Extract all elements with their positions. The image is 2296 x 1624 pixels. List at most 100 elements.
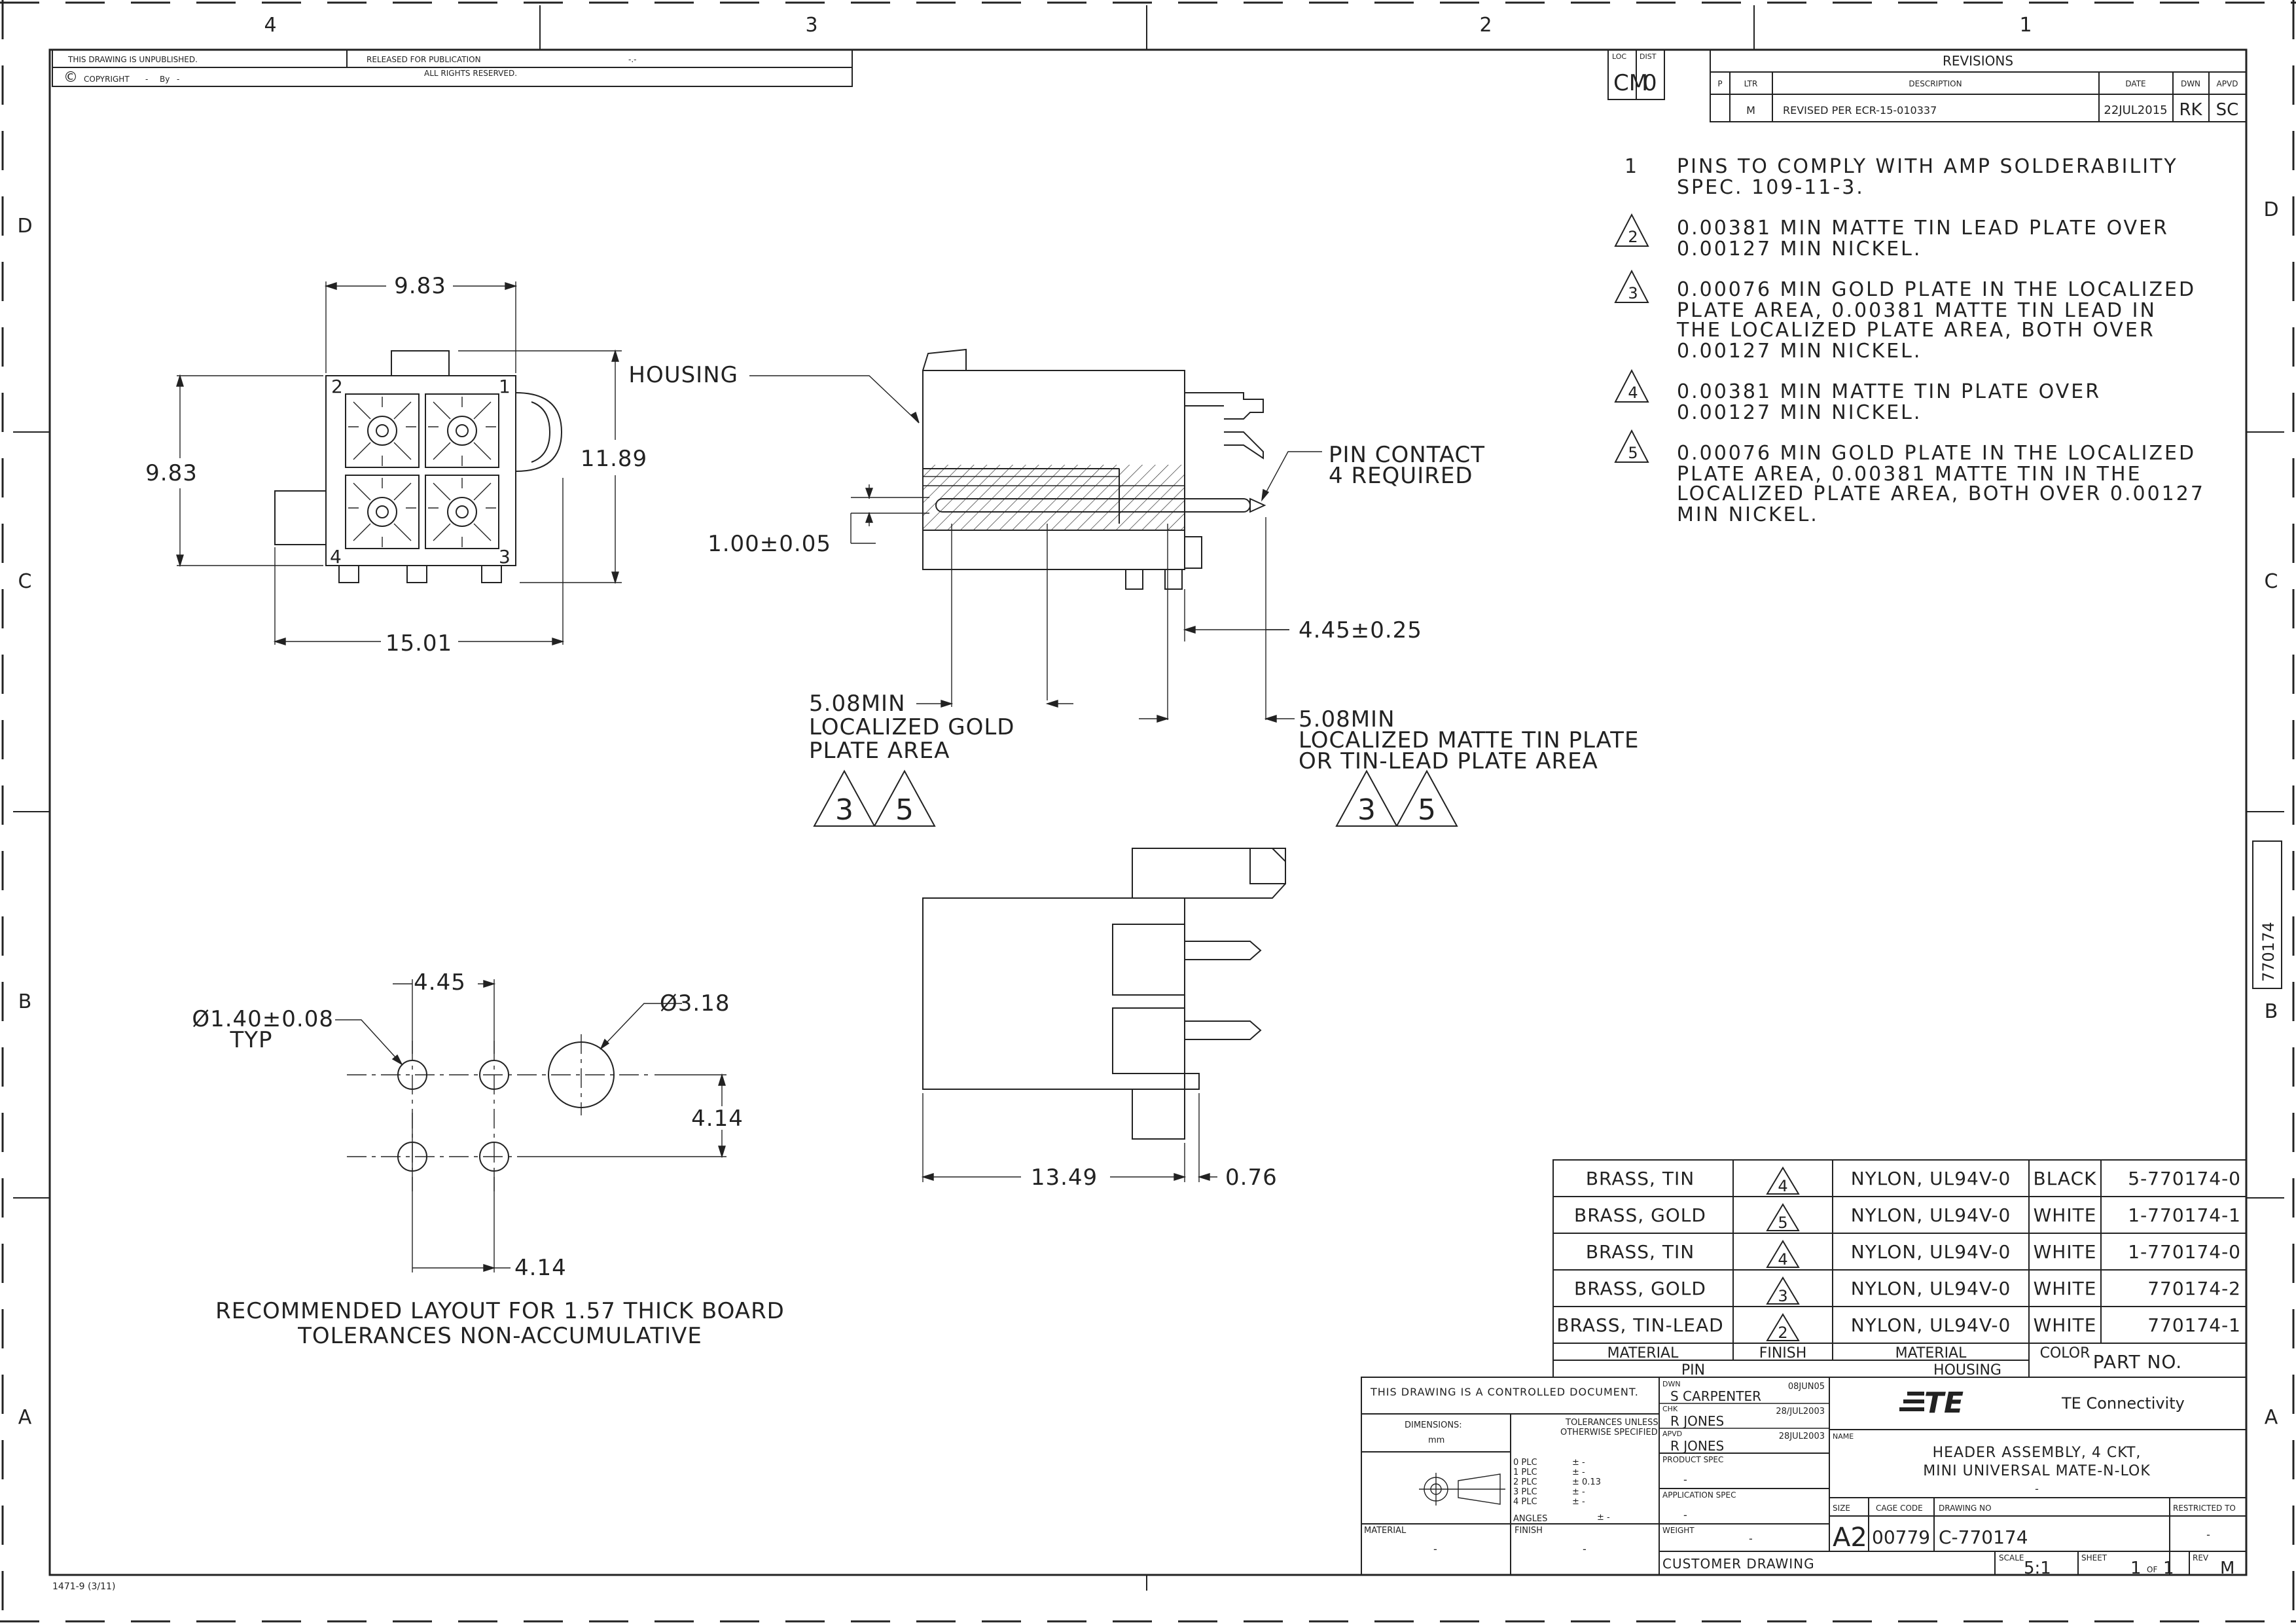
zone-row-b-right: B — [2265, 1000, 2278, 1023]
zone-row-d: D — [17, 215, 32, 238]
note-1: 1 PINS TO COMPLY WITH AMP SOLDERABILITY … — [1624, 155, 2178, 199]
restricted-label: RESTRICTED TO — [2173, 1504, 2236, 1513]
dim-overall-length: 13.49 — [1031, 1164, 1098, 1191]
note-4: 4 0.00381 MIN MATTE TIN PLATE OVER 0.001… — [1614, 369, 2099, 424]
dim-hole-typ: TYP — [229, 1027, 272, 1053]
note-line: SPEC. 109-11-3. — [1677, 176, 1865, 199]
customer-drawing-label: CUSTOMER DRAWING — [1662, 1556, 1815, 1572]
note-3: 3 0.00076 MIN GOLD PLATE IN THE LOCALIZE… — [1614, 269, 2196, 363]
product-spec-value: - — [1683, 1473, 1687, 1486]
pin-material: BRASS, GOLD — [1574, 1204, 1706, 1226]
housing-material: NYLON, UL94V-0 — [1851, 1241, 2011, 1263]
housing-material: NYLON, UL94V-0 — [1851, 1168, 2011, 1189]
flag-note-5: 5 — [1418, 793, 1436, 827]
dist-label: DIST — [1640, 52, 1657, 61]
pin-finish-note: 4 — [1778, 1177, 1787, 1195]
apvd-name: R JONES — [1670, 1438, 1724, 1454]
part-number: 5-770174-0 — [2128, 1168, 2241, 1189]
dimensions-label: DIMENSIONS: — [1405, 1420, 1462, 1430]
zone-col-3: 3 — [805, 14, 817, 37]
dim-tin-min: 5.08MIN — [1299, 706, 1395, 732]
pin-finish-note: 3 — [1778, 1287, 1787, 1305]
note-5: 5 0.00076 MIN GOLD PLATE IN THE LOCALIZE… — [1614, 429, 2203, 526]
side-view: 13.49 0.76 — [921, 848, 1286, 1191]
general-notes: 1 PINS TO COMPLY WITH AMP SOLDERABILITY … — [1614, 155, 2203, 526]
rev-col-dwn: DWN — [2181, 79, 2200, 88]
housing-material: NYLON, UL94V-0 — [1851, 1314, 2011, 1336]
side-section-view: HOUSING PIN CONTACT 4 REQUIRED 1.00±0.05… — [628, 348, 1639, 827]
pin-material: BRASS, GOLD — [1574, 1278, 1706, 1299]
sheet-label: SHEET — [2081, 1553, 2108, 1562]
form-number: 1471-9 (3/11) — [52, 1581, 115, 1592]
housing-color: WHITE — [2034, 1241, 2097, 1263]
header-housing: HOUSING — [1933, 1362, 2001, 1379]
part-number: 1-770174-0 — [2128, 1241, 2241, 1263]
projection-symbol-icon — [1419, 1473, 1505, 1506]
pin-material: BRASS, TIN — [1586, 1168, 1695, 1189]
size-value: A2 — [1833, 1523, 1867, 1553]
header-pin-material: MATERIAL — [1607, 1345, 1679, 1362]
tol-3-plc: 3 PLC — [1513, 1487, 1537, 1497]
copyright-symbol: © — [63, 69, 78, 86]
zone-row-a: A — [18, 1406, 32, 1429]
pin-contact-qty: 4 REQUIRED — [1329, 463, 1473, 489]
side-tab: 770174 — [2252, 840, 2282, 989]
tol-0-value: ± - — [1572, 1458, 1585, 1468]
by-text: By — [160, 75, 170, 84]
finish-label: FINISH — [1515, 1526, 1543, 1536]
zone-col-1: 1 — [2019, 14, 2032, 37]
header-pin: PIN — [1681, 1362, 1705, 1379]
rev-col-apvd: APVD — [2217, 79, 2238, 88]
layout-caption-line2: TOLERANCES NON-ACCUMULATIVE — [297, 1323, 702, 1349]
scale-value: 5:1 — [2024, 1559, 2051, 1578]
apvd-date: 28JUL2003 — [1779, 1432, 1825, 1441]
dim-pin-diameter: 1.00±0.05 — [708, 531, 831, 557]
part-number: 1-770174-1 — [2128, 1204, 2241, 1226]
housing-material: NYLON, UL94V-0 — [1851, 1204, 2011, 1226]
zone-row-b: B — [18, 990, 32, 1013]
note-2: 2 0.00381 MIN MATTE TIN LEAD PLATE OVER … — [1614, 213, 2167, 261]
tol-angles: ANGLES — [1513, 1514, 1547, 1524]
dim-tail-length: 4.45±0.25 — [1299, 617, 1422, 643]
weight-value: - — [1749, 1532, 1753, 1545]
dim-width-top: 9.83 — [394, 273, 446, 299]
rev-col-date: DATE — [2125, 79, 2145, 88]
tol-1-value: ± - — [1572, 1468, 1585, 1477]
pin-contact-label: PIN CONTACT — [1329, 442, 1485, 468]
material-label: MATERIAL — [1364, 1526, 1407, 1536]
pin-position-1: 1 — [499, 376, 511, 397]
rev-col-p: P — [1717, 79, 1722, 88]
finish-value: - — [1583, 1543, 1587, 1555]
copyright-dash: - — [145, 75, 148, 84]
tin-note-flags: 3 5 — [1335, 769, 1458, 827]
housing-color: WHITE — [2034, 1278, 2097, 1299]
restricted-value: - — [2206, 1528, 2210, 1541]
pin-position-4: 4 — [330, 546, 342, 568]
note-line: MIN NICKEL. — [1677, 503, 1819, 526]
note-line: PLATE AREA, 0.00381 MATTE TIN LEAD IN — [1677, 299, 2157, 322]
part-number: 770174-2 — [2147, 1278, 2241, 1299]
gold-area-line2: PLATE AREA — [809, 738, 950, 764]
cavity-grid — [345, 393, 499, 549]
chk-date: 28/JUL2003 — [1776, 1407, 1825, 1416]
tol-4-plc: 4 PLC — [1513, 1497, 1537, 1507]
rev-date: 22JUL2015 — [2104, 103, 2167, 117]
flag-note-3: 3 — [1357, 793, 1376, 827]
front-view: 2 1 4 3 — [145, 273, 647, 657]
chk-label: CHK — [1662, 1405, 1678, 1413]
note-number: 1 — [1624, 155, 1639, 178]
dwn-date: 08JUN05 — [1788, 1382, 1825, 1392]
zone-col-2: 2 — [1479, 14, 1492, 37]
dim-gold-min: 5.08MIN — [809, 691, 906, 717]
note-number: 2 — [1628, 228, 1638, 246]
tol-0-plc: 0 PLC — [1513, 1458, 1537, 1468]
zone-labels: 4 3 2 1 D C B A D C B A — [17, 14, 2278, 1429]
housing-label: HOUSING — [628, 362, 738, 388]
pin-material: BRASS, TIN — [1586, 1241, 1695, 1263]
rev-col-ltr: LTR — [1744, 79, 1758, 88]
note-line: PINS TO COMPLY WITH AMP SOLDERABILITY — [1677, 155, 2178, 178]
note-line: 0.00076 MIN GOLD PLATE IN THE LOCALIZED — [1677, 278, 2196, 301]
dim-offset: 0.76 — [1225, 1164, 1278, 1191]
dwn-label: DWN — [1662, 1380, 1681, 1388]
